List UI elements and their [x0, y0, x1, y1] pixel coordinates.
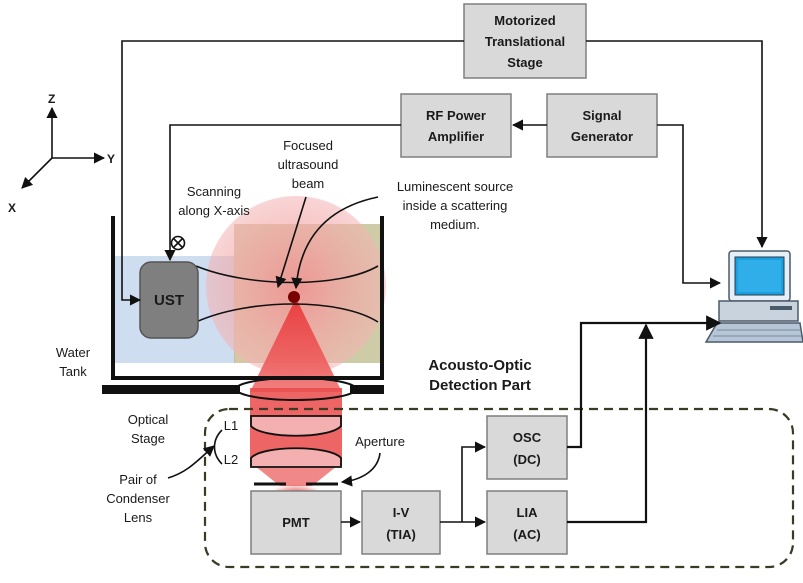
water-tank-label: Water Tank	[56, 345, 91, 379]
stage-window-lens	[235, 377, 357, 401]
svg-text:Luminescent source: Luminescent source	[397, 179, 513, 194]
rf-label-line2: Amplifier	[428, 129, 484, 144]
condenser-bracket	[213, 429, 223, 465]
svg-text:Optical: Optical	[128, 412, 169, 427]
svg-text:(DC): (DC)	[513, 452, 540, 467]
lens-l1-label: L1	[224, 418, 238, 433]
svg-text:ultrasound: ultrasound	[278, 157, 339, 172]
condenser-lens-l1	[250, 415, 342, 437]
optical-stage-left-bar	[102, 385, 240, 394]
wire-rf-to-ust	[164, 124, 401, 262]
wire-lia-to-computer	[567, 323, 654, 524]
signal-generator-box: Signal Generator	[546, 93, 658, 158]
focused-beam-pointer	[275, 196, 307, 289]
coordinate-axes: Z Y X	[8, 92, 115, 215]
emission-light-cone	[250, 298, 342, 392]
svg-text:Stage: Stage	[131, 431, 165, 446]
computer-icon	[704, 250, 803, 343]
svg-text:PMT: PMT	[282, 515, 310, 530]
light-converge	[250, 462, 342, 486]
lens-l2-label: L2	[224, 452, 238, 467]
pmt-box: PMT	[250, 490, 342, 555]
luminescent-source-label: Luminescent source inside a scattering m…	[397, 179, 513, 232]
axis-y-label: Y	[107, 152, 115, 166]
condenser-pair-label: Pair of Condenser Lens	[106, 472, 170, 525]
scanning-label: Scanning along X-axis	[178, 184, 250, 218]
svg-text:(TIA): (TIA)	[386, 527, 416, 542]
iv-tia-box: I-V (TIA)	[361, 490, 441, 555]
stage-label-line3: Stage	[507, 55, 542, 70]
svg-text:Scanning: Scanning	[187, 184, 241, 199]
axis-x-label: X	[8, 201, 16, 215]
svg-text:Tank: Tank	[59, 364, 87, 379]
siggen-label-line2: Generator	[571, 129, 633, 144]
condenser-pointer	[167, 445, 215, 479]
svg-text:LIA: LIA	[517, 505, 539, 520]
scan-direction-icon	[170, 235, 186, 251]
svg-text:Acousto-Optic: Acousto-Optic	[428, 357, 531, 374]
svg-text:along X-axis: along X-axis	[178, 203, 250, 218]
condenser-lens-l2	[250, 447, 342, 468]
focused-beam-label: Focused ultrasound beam	[278, 138, 339, 191]
rf-amplifier-box: RF Power Amplifier	[400, 93, 512, 158]
svg-text:(AC): (AC)	[513, 527, 540, 542]
svg-text:inside a scattering: inside a scattering	[403, 198, 508, 213]
svg-text:Detection Part: Detection Part	[429, 377, 531, 394]
siggen-label-line1: Signal	[582, 108, 621, 123]
ust-label: UST	[154, 292, 184, 309]
svg-text:Pair of: Pair of	[119, 472, 157, 487]
luminescent-source-pointer	[291, 196, 379, 290]
osc-box: OSC (DC)	[486, 415, 568, 480]
lia-box: LIA (AC)	[486, 490, 568, 555]
luminescent-source-dot	[288, 291, 300, 303]
optical-stage-right-bar	[350, 385, 384, 394]
aperture-pointer	[340, 452, 381, 487]
wire-osc-to-computer	[567, 315, 722, 449]
ust-transducer: UST	[139, 261, 199, 339]
svg-text:Lens: Lens	[124, 510, 153, 525]
stage-label-line2: Translational	[485, 34, 565, 49]
beam-lower-curve	[195, 303, 379, 323]
svg-text:medium.: medium.	[430, 217, 480, 232]
water-tank-walls	[111, 216, 384, 380]
wire-siggen-to-computer	[657, 124, 722, 289]
detection-part-enclosure	[203, 407, 795, 569]
wire-stage-to-ust	[121, 40, 464, 306]
wire-stage-to-computer	[586, 40, 768, 249]
aperture-label: Aperture	[355, 434, 405, 449]
acousto-optic-title: Acousto-Optic Detection Part	[428, 357, 531, 394]
rf-label-line1: RF Power	[426, 108, 486, 123]
axis-z-label: Z	[48, 92, 55, 106]
motorized-stage-box: Motorized Translational Stage	[463, 3, 587, 79]
svg-text:OSC: OSC	[513, 430, 542, 445]
stage-label-line1: Motorized	[494, 13, 555, 28]
optical-stage-label: Optical Stage	[128, 412, 169, 446]
svg-text:Condenser: Condenser	[106, 491, 170, 506]
wire-iv-to-osc	[461, 441, 487, 522]
svg-text:beam: beam	[292, 176, 325, 191]
svg-text:Focused: Focused	[283, 138, 333, 153]
svg-text:I-V: I-V	[393, 505, 410, 520]
svg-text:Water: Water	[56, 345, 91, 360]
